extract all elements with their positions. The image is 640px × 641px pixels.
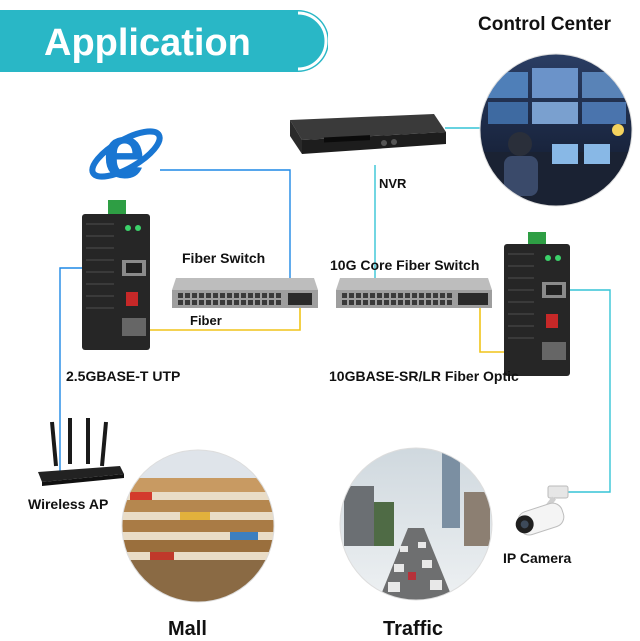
mall-label: Mall — [168, 618, 207, 640]
control-center-label: Control Center — [478, 14, 611, 35]
fiber-optic-label: 10GBASE-SR/LR Fiber Optic — [329, 368, 519, 384]
internet-browser-icon: e — [89, 114, 163, 194]
right-media-converter — [504, 232, 570, 376]
link-fiber-left — [148, 305, 301, 331]
utp-label: 2.5GBASE-T UTP — [66, 368, 181, 384]
control-center-photo — [479, 53, 633, 207]
link-converter-to-camera — [565, 289, 611, 493]
mall-photo — [121, 449, 275, 603]
fiber-switch-device — [172, 278, 318, 308]
application-banner: Application — [0, 10, 328, 72]
wireless-ap-device — [38, 418, 124, 486]
core-fiber-switch-device — [336, 278, 492, 308]
wireless-ap-label: Wireless AP — [28, 496, 109, 512]
nvr-device — [290, 114, 446, 154]
traffic-label: Traffic — [383, 618, 444, 640]
link-browser-to-fiber-switch — [160, 169, 291, 290]
left-media-converter — [82, 200, 150, 350]
nvr-label: NVR — [379, 176, 407, 191]
traffic-photo — [339, 447, 493, 601]
fiber-label: Fiber — [190, 313, 222, 328]
ip-camera-device — [515, 485, 569, 536]
svg-text:e: e — [103, 114, 145, 194]
fiber-switch-label: Fiber Switch — [182, 250, 266, 266]
ip-camera-label: IP Camera — [503, 550, 572, 566]
banner-title: Application — [44, 22, 251, 64]
core-switch-label: 10G Core Fiber Switch — [330, 257, 480, 273]
